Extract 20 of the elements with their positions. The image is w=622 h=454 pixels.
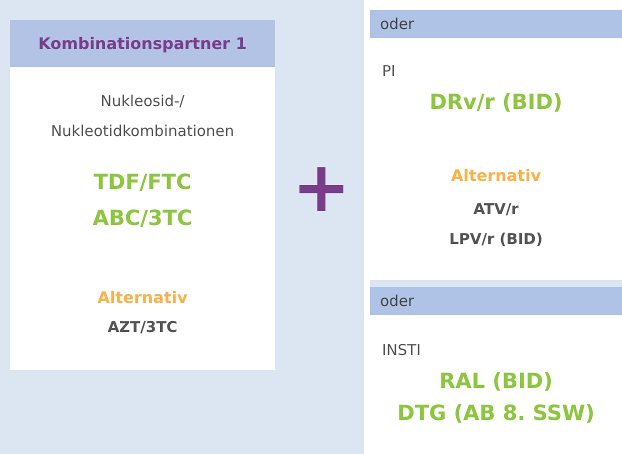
drug-name: AZT/3TC	[106, 318, 178, 336]
section-header: oder	[370, 10, 622, 38]
section-header: oder	[370, 287, 622, 315]
drug-card	[370, 287, 622, 454]
card-heading: Kombinationspartner 1	[10, 20, 275, 67]
drug-name: LPV/r (BID)	[448, 230, 544, 248]
plus-sign: +	[292, 152, 351, 222]
drug-name: DRv/r (BID)	[428, 90, 564, 114]
category-text: INSTI	[381, 341, 422, 359]
drug-card	[10, 20, 275, 370]
drug-name: ABC/3TC	[92, 206, 194, 230]
category-text: Nukleosid-/ Nukleotidkombinationen	[50, 91, 236, 142]
drug-card	[370, 0, 622, 280]
alternative-heading: Alternativ	[96, 288, 188, 307]
drug-name: RAL (BID)	[438, 369, 554, 393]
drug-name: DTG (AB 8. SSW)	[396, 401, 596, 425]
drug-name: ATV/r	[472, 200, 520, 218]
alternative-heading: Alternativ	[450, 166, 542, 185]
category-text: PI	[381, 62, 396, 80]
drug-name: TDF/FTC	[92, 170, 192, 194]
